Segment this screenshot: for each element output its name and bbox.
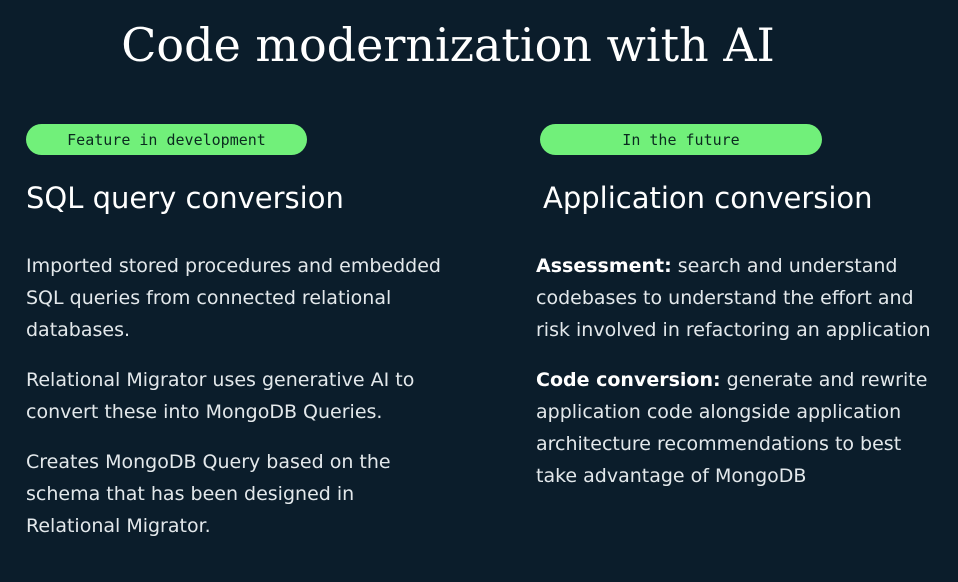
assessment-paragraph: Assessment: search and understand codeba… bbox=[536, 250, 952, 346]
code-conversion-label: Code conversion: bbox=[536, 369, 721, 391]
assessment-label: Assessment: bbox=[536, 255, 672, 277]
slide-title: Code modernization with AI bbox=[121, 18, 775, 72]
code-conversion-paragraph: Code conversion: generate and rewrite ap… bbox=[536, 364, 946, 492]
left-paragraph-1: Imported stored procedures and embedded … bbox=[26, 255, 441, 341]
left-paragraph-3: Creates MongoDB Query based on the schem… bbox=[26, 451, 391, 537]
assessment-text: search and understand codebases to under… bbox=[536, 255, 931, 341]
application-conversion-heading: Application conversion bbox=[543, 181, 873, 215]
right-column: In the future Application conversion Ass… bbox=[536, 124, 956, 492]
code-conversion-text: generate and rewrite application code al… bbox=[536, 369, 928, 487]
in-the-future-badge: In the future bbox=[540, 124, 822, 155]
left-paragraph-2: Relational Migrator uses generative AI t… bbox=[26, 369, 415, 423]
left-column: Feature in development SQL query convers… bbox=[26, 124, 496, 542]
feature-in-development-badge: Feature in development bbox=[26, 124, 307, 155]
sql-query-conversion-heading: SQL query conversion bbox=[26, 181, 344, 215]
